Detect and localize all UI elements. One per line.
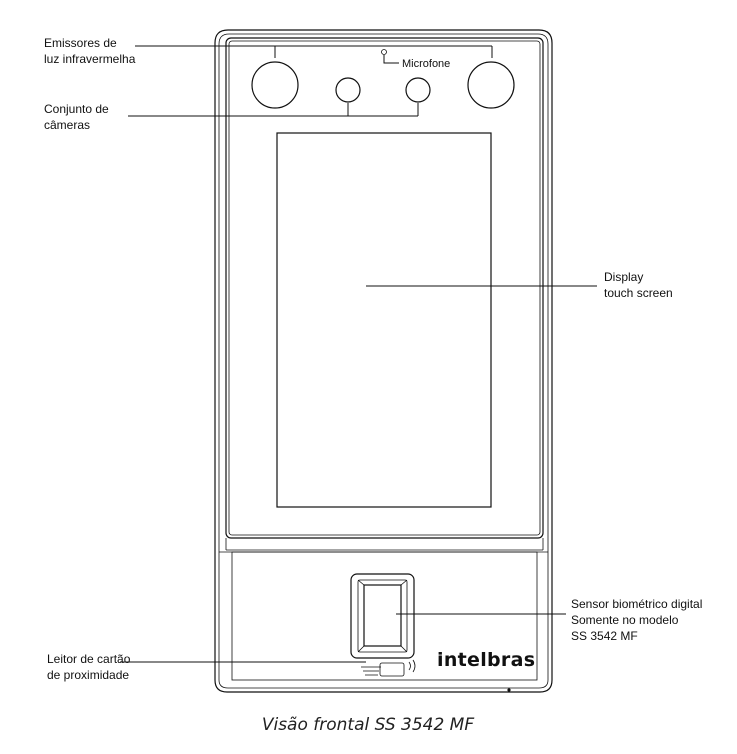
front-glass-panel <box>225 37 544 551</box>
camera-left <box>335 77 361 103</box>
label-cameras-line1: Conjunto de <box>44 102 109 116</box>
figure-caption: Visão frontal SS 3542 MF <box>262 715 475 735</box>
microphone-hole <box>381 49 387 55</box>
lower-housing <box>219 551 548 681</box>
proximity-card-icon <box>361 659 416 677</box>
touch-display <box>276 132 492 508</box>
label-sensor-line2: Somente no modelo <box>571 613 679 627</box>
label-infrared-line2: luz infravermelha <box>44 52 136 66</box>
infrared-emitter-right <box>467 61 515 109</box>
label-display-line1: Display <box>604 270 643 284</box>
leader-lines <box>120 45 597 663</box>
label-sensor-line1: Sensor biométrico digital <box>571 597 702 611</box>
label-card-line1: Leitor de cartão <box>47 652 131 666</box>
label-sensor-line3: SS 3542 MF <box>571 629 638 643</box>
label-cameras-line2: câmeras <box>44 118 90 132</box>
fingerprint-sensor <box>350 573 415 659</box>
camera-right <box>405 77 431 103</box>
label-display-line2: touch screen <box>604 286 673 300</box>
infrared-emitter-left <box>251 61 299 109</box>
label-microphone: Microfone <box>402 58 450 70</box>
label-infrared-line1: Emissores de <box>44 36 117 50</box>
brand-logo: intelbras <box>437 649 535 671</box>
device-body <box>214 29 553 693</box>
label-card-line2: de proximidade <box>47 668 129 682</box>
